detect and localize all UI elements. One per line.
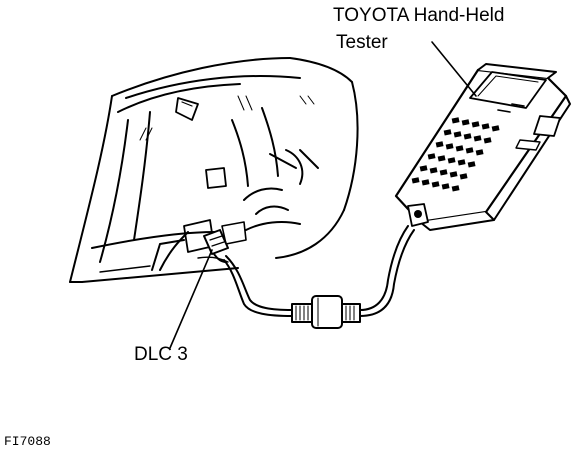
- tester-keypad: [411, 117, 500, 192]
- hand-held-tester: [394, 63, 571, 231]
- dlc-label: DLC 3: [134, 344, 188, 365]
- tester-leader-line: [431, 41, 477, 97]
- cable-right: [359, 225, 415, 317]
- dlc3-connector: [203, 229, 229, 263]
- cable-left: [223, 255, 293, 317]
- inline-connector: [291, 295, 361, 329]
- figure-id-label: FI7088: [4, 434, 51, 449]
- tester-title-label: TOYOTA Hand-Held: [333, 5, 505, 26]
- tester-subtitle-label: Tester: [336, 32, 388, 53]
- dlc-leader-line: [169, 249, 213, 349]
